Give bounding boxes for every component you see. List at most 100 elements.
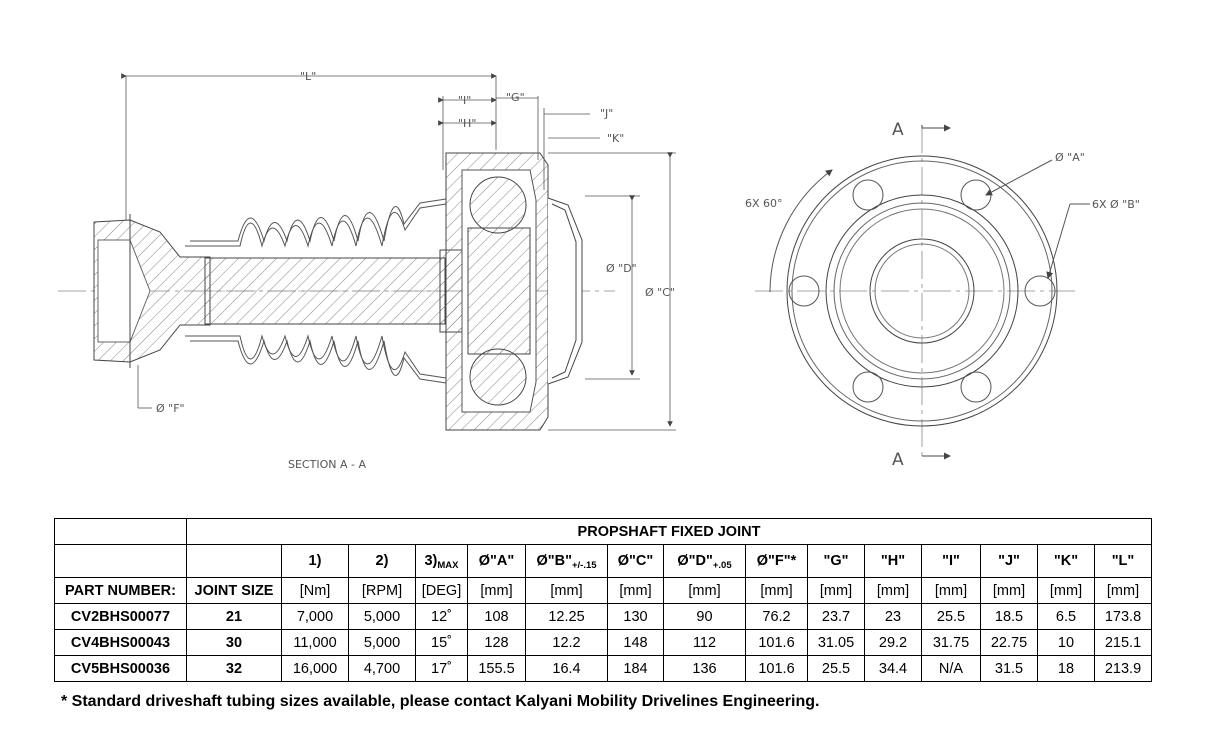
value-cell: 15˚ bbox=[415, 629, 468, 656]
table-header-row: 1) 2) 3)MAX Ø"A" Ø"B"+/-.15 Ø"C" Ø"D"+.0… bbox=[54, 544, 1152, 578]
label-D: Ø "D" bbox=[606, 262, 637, 275]
technical-drawing: "L" "I" "G" "H" "J" "K" Ø "D" Ø "C" Ø "F… bbox=[58, 70, 1140, 471]
head-F: Ø"F"* bbox=[745, 544, 808, 578]
section-title: SECTION A - A bbox=[288, 458, 366, 471]
joint-size: 30 bbox=[186, 629, 282, 656]
part-number-label: PART NUMBER: bbox=[54, 577, 187, 604]
head-I: "I" bbox=[921, 544, 981, 578]
head-B-text: Ø"B" bbox=[536, 553, 572, 569]
empty-cell bbox=[54, 544, 187, 578]
head-angle: 3)MAX bbox=[415, 544, 468, 578]
table-row: CV5BHS00036 32 16,000 4,700 17˚ 155.5 16… bbox=[54, 655, 1152, 682]
unit-cell: [Nm] bbox=[281, 577, 349, 604]
value-cell: 184 bbox=[607, 655, 664, 682]
unit-cell: [mm] bbox=[467, 577, 526, 604]
head-B: Ø"B"+/-.15 bbox=[525, 544, 608, 578]
value-cell: 12.25 bbox=[525, 603, 608, 630]
section-marker-bottom: A bbox=[892, 450, 904, 470]
value-cell: 31.05 bbox=[807, 629, 865, 656]
head-D-text: Ø"D" bbox=[677, 553, 713, 569]
label-F: Ø "F" bbox=[156, 402, 185, 415]
table-row: CV2BHS00077 21 7,000 5,000 12˚ 108 12.25… bbox=[54, 603, 1152, 630]
label-angle: 6X 60° bbox=[745, 197, 783, 210]
head-D-sub: +.05 bbox=[712, 560, 732, 571]
head-speed: 2) bbox=[348, 544, 416, 578]
value-cell: 29.2 bbox=[864, 629, 922, 656]
footnote: * Standard driveshaft tubing sizes avail… bbox=[61, 693, 820, 710]
value-cell: 25.5 bbox=[807, 655, 865, 682]
section-view bbox=[58, 73, 676, 431]
value-cell: 148 bbox=[607, 629, 664, 656]
label-B-dim: 6X Ø "B" bbox=[1092, 198, 1140, 211]
value-cell: 12˚ bbox=[415, 603, 468, 630]
joint-size: 32 bbox=[186, 655, 282, 682]
value-cell: N/A bbox=[921, 655, 981, 682]
value-cell: 12.2 bbox=[525, 629, 608, 656]
value-cell: 23 bbox=[864, 603, 922, 630]
unit-cell: [mm] bbox=[745, 577, 808, 604]
table-units-row: PART NUMBER: JOINT SIZE [Nm] [RPM] [DEG]… bbox=[54, 577, 1152, 604]
table-title: PROPSHAFT FIXED JOINT bbox=[186, 518, 1152, 545]
section-marker-top: A bbox=[892, 120, 904, 140]
end-view bbox=[755, 124, 1090, 460]
spec-table: PROPSHAFT FIXED JOINT 1) 2) 3)MAX Ø"A" Ø… bbox=[54, 518, 1152, 682]
joint-size: 21 bbox=[186, 603, 282, 630]
unit-cell: [mm] bbox=[607, 577, 664, 604]
label-G: "G" bbox=[506, 91, 525, 104]
value-cell: 4,700 bbox=[348, 655, 416, 682]
value-cell: 25.5 bbox=[921, 603, 981, 630]
unit-cell: [mm] bbox=[980, 577, 1038, 604]
value-cell: 17˚ bbox=[415, 655, 468, 682]
value-cell: 11,000 bbox=[281, 629, 349, 656]
head-H: "H" bbox=[864, 544, 922, 578]
unit-cell: [mm] bbox=[864, 577, 922, 604]
head-D: Ø"D"+.05 bbox=[663, 544, 746, 578]
value-cell: 6.5 bbox=[1037, 603, 1095, 630]
value-cell: 18 bbox=[1037, 655, 1095, 682]
unit-cell: [mm] bbox=[663, 577, 746, 604]
label-K: "K" bbox=[607, 132, 624, 145]
head-B-sub: +/-.15 bbox=[571, 560, 597, 571]
value-cell: 10 bbox=[1037, 629, 1095, 656]
label-C: Ø "C" bbox=[645, 286, 675, 299]
head-G: "G" bbox=[807, 544, 865, 578]
value-cell: 90 bbox=[663, 603, 746, 630]
joint-size-label: JOINT SIZE bbox=[186, 577, 282, 604]
unit-cell: [mm] bbox=[1037, 577, 1095, 604]
head-J: "J" bbox=[980, 544, 1038, 578]
value-cell: 173.8 bbox=[1094, 603, 1152, 630]
unit-cell: [mm] bbox=[807, 577, 865, 604]
value-cell: 31.75 bbox=[921, 629, 981, 656]
label-A-dim: Ø "A" bbox=[1055, 151, 1085, 164]
head-A: Ø"A" bbox=[467, 544, 526, 578]
empty-cell bbox=[186, 544, 282, 578]
label-L: "L" bbox=[300, 70, 316, 83]
label-H: "H" bbox=[458, 117, 476, 130]
unit-cell: [mm] bbox=[1094, 577, 1152, 604]
value-cell: 155.5 bbox=[467, 655, 526, 682]
head-torque: 1) bbox=[281, 544, 349, 578]
value-cell: 128 bbox=[467, 629, 526, 656]
value-cell: 76.2 bbox=[745, 603, 808, 630]
part-number: CV5BHS00036 bbox=[54, 655, 187, 682]
value-cell: 16.4 bbox=[525, 655, 608, 682]
part-number: CV2BHS00077 bbox=[54, 603, 187, 630]
empty-cell bbox=[54, 518, 187, 545]
value-cell: 112 bbox=[663, 629, 746, 656]
value-cell: 23.7 bbox=[807, 603, 865, 630]
head-angle-num: 3) bbox=[424, 553, 438, 569]
value-cell: 215.1 bbox=[1094, 629, 1152, 656]
unit-cell: [DEG] bbox=[415, 577, 468, 604]
head-angle-sub: MAX bbox=[437, 560, 459, 571]
value-cell: 34.4 bbox=[864, 655, 922, 682]
value-cell: 130 bbox=[607, 603, 664, 630]
unit-cell: [mm] bbox=[921, 577, 981, 604]
head-L: "L" bbox=[1094, 544, 1152, 578]
value-cell: 108 bbox=[467, 603, 526, 630]
value-cell: 16,000 bbox=[281, 655, 349, 682]
label-I: "I" bbox=[458, 94, 471, 107]
table-row: CV4BHS00043 30 11,000 5,000 15˚ 128 12.2… bbox=[54, 629, 1152, 656]
value-cell: 136 bbox=[663, 655, 746, 682]
unit-cell: [RPM] bbox=[348, 577, 416, 604]
head-K: "K" bbox=[1037, 544, 1095, 578]
